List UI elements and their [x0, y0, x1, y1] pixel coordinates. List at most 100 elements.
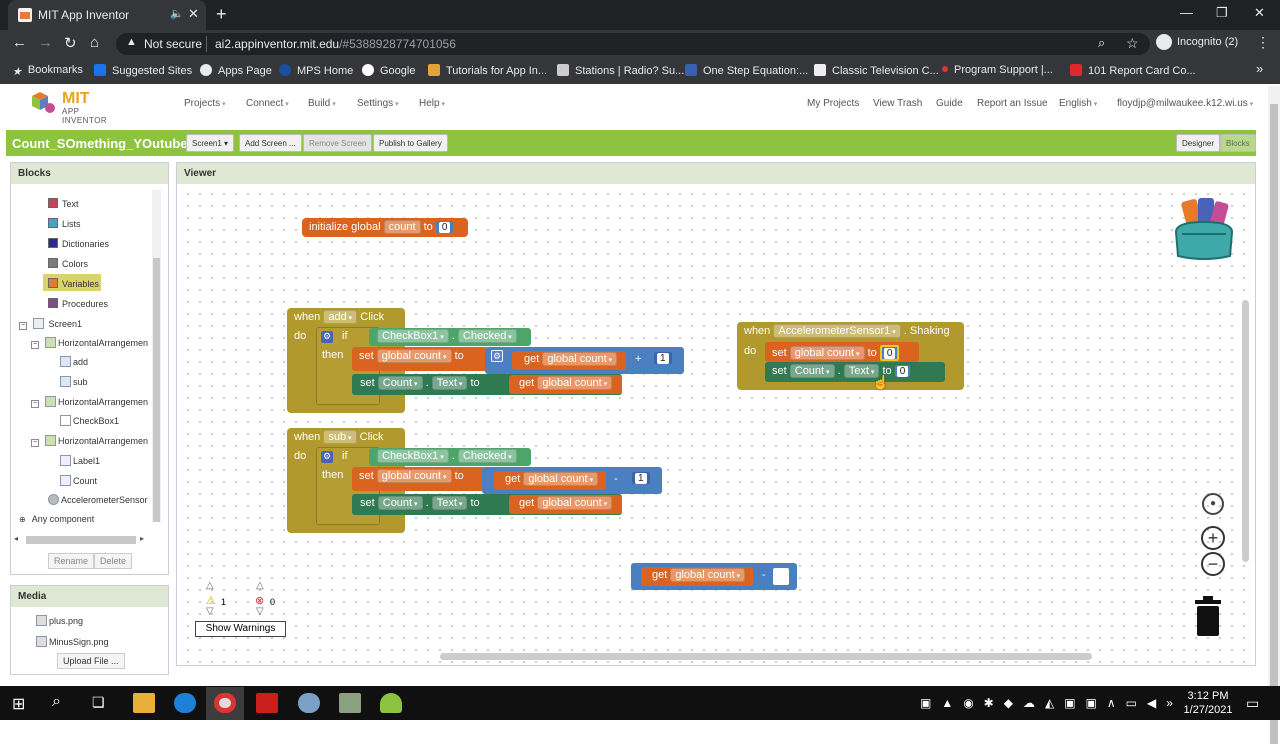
collapse-icon[interactable]: −: [31, 341, 39, 349]
scrollbar-thumb[interactable]: [1270, 104, 1278, 744]
bookmark-item[interactable]: One Step Equation:...: [685, 64, 808, 77]
checkbox-checked-getter[interactable]: CheckBox1 . Checked: [369, 448, 531, 466]
number-field[interactable]: 0: [438, 222, 451, 233]
new-tab-button[interactable]: +: [216, 4, 227, 24]
blocks-panel-horizontal-scrollbar[interactable]: ◂ ▸: [14, 534, 150, 546]
component-dropdown[interactable]: sub: [323, 430, 357, 444]
forward-arrow-icon[interactable]: →: [38, 34, 53, 51]
bookmark-item[interactable]: Apps Page: [200, 64, 272, 77]
component-dropdown[interactable]: CheckBox1: [377, 329, 449, 343]
bookmark-item[interactable]: ★Bookmarks: [12, 64, 83, 78]
scroll-right-icon[interactable]: ▸: [140, 534, 145, 543]
variable-dropdown[interactable]: global count: [537, 376, 613, 390]
errors-up-arrow-icon[interactable]: △: [256, 580, 264, 591]
variable-dropdown[interactable]: global count: [789, 346, 865, 360]
zoom-search-icon[interactable]: ⌕: [1098, 35, 1106, 50]
zoom-out-icon[interactable]: −: [1201, 552, 1225, 576]
window-close-button[interactable]: ✕: [1254, 5, 1265, 20]
component-dropdown[interactable]: Count: [377, 496, 423, 510]
builtin-text[interactable]: Text: [48, 198, 79, 209]
blocks-panel-vertical-scrollbar[interactable]: [152, 190, 161, 522]
get-global-count-block[interactable]: get global count: [509, 375, 622, 394]
media-file[interactable]: plus.png: [36, 615, 83, 626]
tree-label1[interactable]: Label1: [60, 455, 100, 466]
builtin-lists[interactable]: Lists: [48, 218, 81, 229]
blocks-workspace[interactable]: [182, 188, 1250, 663]
tree-horizontal-arrangement-3[interactable]: −HorizontalArrangemen: [31, 435, 148, 447]
collapse-icon[interactable]: −: [19, 322, 27, 330]
search-icon[interactable]: ⌕: [52, 693, 61, 710]
number-block[interactable]: 0: [879, 345, 900, 361]
bookmark-item[interactable]: Classic Television C...: [814, 64, 939, 77]
workspace-horizontal-scrollbar[interactable]: [440, 653, 1092, 660]
file-explorer-icon[interactable]: [133, 693, 155, 713]
variable-dropdown[interactable]: global count: [670, 568, 746, 582]
builtin-variables[interactable]: Variables: [43, 274, 101, 291]
account-menu[interactable]: floydjp@milwaukee.k12.wi.us: [1117, 98, 1253, 109]
warnings-down-arrow-icon[interactable]: ▽: [206, 606, 214, 617]
upload-file-button[interactable]: Upload File ...: [57, 653, 125, 669]
bookmark-item[interactable]: 101 Report Card Co...: [1070, 64, 1196, 77]
get-global-count-block[interactable]: get global count: [641, 567, 753, 586]
bookmark-item[interactable]: Program Support |...: [942, 64, 1053, 76]
more-bookmarks-icon[interactable]: »: [1256, 61, 1264, 76]
back-arrow-icon[interactable]: ←: [12, 34, 27, 51]
url-text[interactable]: ai2.appinventor.mit.edu/#538892877470105…: [215, 37, 456, 51]
android-icon[interactable]: [380, 693, 402, 713]
workspace-vertical-scrollbar[interactable]: [1242, 300, 1249, 562]
chrome-icon[interactable]: [214, 693, 236, 713]
recenter-icon[interactable]: ●: [1202, 493, 1224, 515]
variable-dropdown[interactable]: global count: [376, 469, 452, 483]
show-warnings-button[interactable]: Show Warnings: [195, 621, 286, 637]
component-dropdown[interactable]: Count: [789, 364, 835, 378]
collapse-icon[interactable]: −: [31, 400, 39, 408]
view-trash-link[interactable]: View Trash: [873, 98, 923, 109]
tree-horizontal-arrangement-2[interactable]: −HorizontalArrangemen: [31, 396, 148, 408]
maximize-button[interactable]: ❐: [1216, 5, 1228, 20]
variable-dropdown[interactable]: global count: [537, 496, 613, 510]
omnibox[interactable]: ▲ Not secure ai2.appinventor.mit.edu/#53…: [116, 33, 1150, 55]
tree-count[interactable]: Count: [60, 475, 97, 486]
browser-menu-icon[interactable]: ⋮: [1256, 34, 1270, 50]
my-projects-link[interactable]: My Projects: [807, 98, 860, 109]
property-dropdown[interactable]: Checked: [457, 329, 517, 343]
menu-settings[interactable]: Settings: [357, 98, 399, 109]
bookmark-item[interactable]: Google: [362, 64, 415, 77]
collapse-icon[interactable]: −: [31, 439, 39, 447]
property-dropdown[interactable]: Text: [431, 496, 468, 510]
add-screen-button[interactable]: Add Screen ...: [239, 134, 302, 152]
reload-icon[interactable]: ↻: [64, 35, 77, 52]
property-dropdown[interactable]: Text: [431, 376, 468, 390]
browser-tab[interactable]: MIT App Inventor 🔈 ✕: [8, 0, 206, 30]
media-file[interactable]: MinusSign.png: [36, 636, 109, 647]
tree-accelerometer[interactable]: AccelerometerSensor: [48, 494, 148, 505]
number-field[interactable]: 0: [896, 366, 909, 377]
set-global-count-block[interactable]: set global count to: [352, 347, 488, 371]
component-dropdown[interactable]: CheckBox1: [377, 449, 449, 463]
scrollbar-thumb[interactable]: [153, 258, 160, 522]
home-icon[interactable]: ⌂: [90, 34, 100, 51]
delete-button[interactable]: Delete: [94, 553, 133, 569]
warnings-up-arrow-icon[interactable]: △: [206, 580, 214, 591]
set-count-text-block[interactable]: set Count . Text to 0: [765, 362, 945, 382]
task-view-icon[interactable]: ❏: [92, 694, 105, 710]
speaker-icon[interactable]: 🔈: [170, 8, 184, 20]
mutator-gear-icon[interactable]: ⚙: [321, 451, 333, 463]
builtin-procedures[interactable]: Procedures: [48, 298, 108, 309]
minimize-button[interactable]: —: [1180, 5, 1193, 20]
incognito-indicator[interactable]: Incognito (2): [1156, 34, 1238, 50]
report-issue-link[interactable]: Report an Issue: [977, 98, 1048, 109]
component-dropdown[interactable]: add: [323, 310, 358, 324]
menu-connect[interactable]: Connect: [246, 98, 289, 109]
checkbox-checked-getter[interactable]: CheckBox1 . Checked: [369, 328, 531, 346]
number-block[interactable]: 0: [894, 365, 911, 377]
tree-screen1[interactable]: − Screen1: [19, 318, 82, 330]
tree-horizontal-arrangement-1[interactable]: −HorizontalArrangemen: [31, 337, 148, 349]
bookmark-item[interactable]: Suggested Sites: [94, 64, 192, 77]
trash-can-icon[interactable]: [1193, 596, 1223, 636]
warning-icon[interactable]: ▲: [126, 36, 137, 48]
guide-link[interactable]: Guide: [936, 98, 963, 109]
variable-dropdown[interactable]: global count: [542, 352, 618, 366]
number-field[interactable]: 1: [657, 353, 669, 364]
